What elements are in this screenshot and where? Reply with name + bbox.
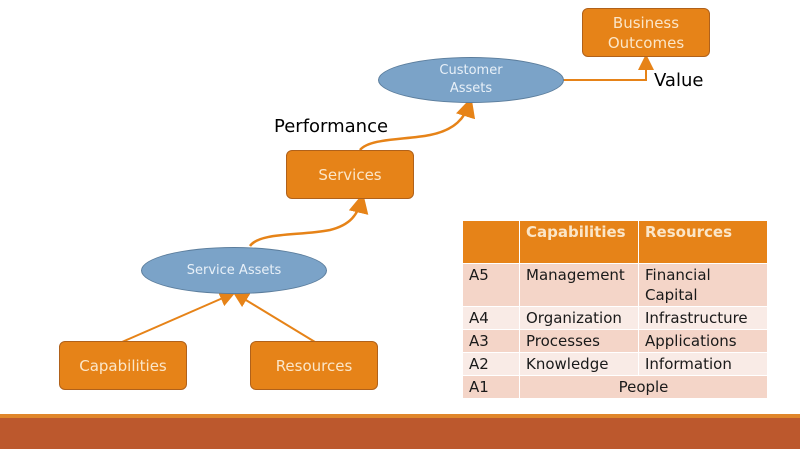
row-capability: Organization	[519, 306, 639, 330]
row-id: A1	[462, 375, 520, 399]
table-row: A1 People	[462, 375, 768, 399]
header-capabilities: Capabilities	[519, 220, 639, 264]
row-capability: Processes	[519, 329, 639, 353]
table-row: A3 Processes Applications	[462, 329, 768, 353]
row-resource: Information	[638, 352, 768, 376]
table-row: A4 Organization Infrastructure	[462, 306, 768, 330]
node-services: Services	[286, 150, 414, 199]
row-id: A2	[462, 352, 520, 376]
row-capability: Knowledge	[519, 352, 639, 376]
label-performance: Performance	[274, 116, 389, 137]
row-capability: Management	[519, 263, 639, 307]
node-capabilities: Capabilities	[59, 341, 187, 390]
node-resources: Resources	[250, 341, 378, 390]
arrow-service-assets-to-services	[248, 193, 369, 247]
header-id	[462, 220, 520, 264]
node-business-outcomes: Business Outcomes	[582, 8, 710, 57]
arrow-resources-to-service-assets	[232, 291, 316, 343]
row-merged-people: People	[519, 375, 768, 399]
node-service-assets: Service Assets	[141, 247, 327, 294]
label-value: Value	[654, 70, 704, 91]
row-resource: Applications	[638, 329, 768, 353]
table-row: A5 Management Financial Capital	[462, 263, 768, 307]
table-header-row: Capabilities Resources	[462, 220, 768, 264]
capabilities-resources-table: Capabilities Resources A5 Management Fin…	[462, 220, 768, 399]
row-resource: Financial Capital	[638, 263, 768, 307]
arrow-services-to-customer-assets	[359, 97, 476, 151]
arrow-customer-assets-to-business-outcomes	[563, 54, 654, 81]
node-customer-assets: Customer Assets	[378, 57, 564, 103]
header-resources: Resources	[638, 220, 768, 264]
footer-accent-line	[0, 414, 800, 418]
row-resource: Infrastructure	[638, 306, 768, 330]
footer-band	[0, 418, 800, 449]
row-id: A3	[462, 329, 520, 353]
arrow-capabilities-to-service-assets	[121, 291, 236, 343]
row-id: A4	[462, 306, 520, 330]
table-row: A2 Knowledge Information	[462, 352, 768, 376]
row-id: A5	[462, 263, 520, 307]
